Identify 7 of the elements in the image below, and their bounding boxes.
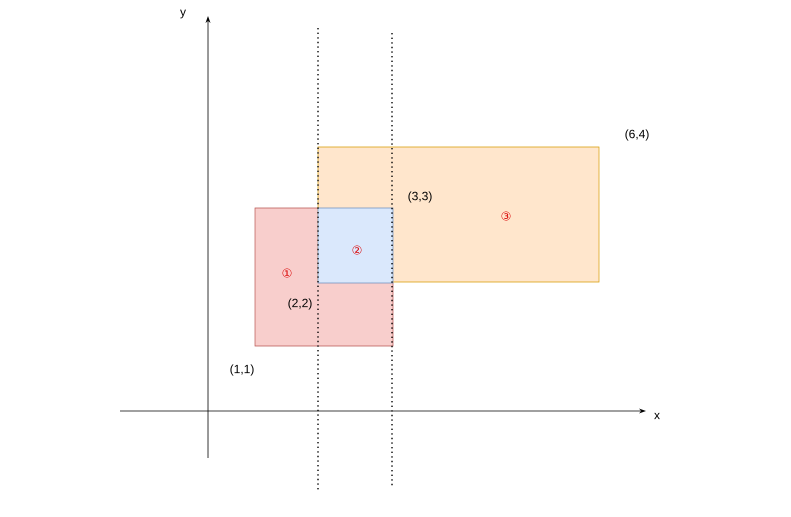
label: x: [654, 412, 660, 420]
rectangle: ②: [318, 208, 394, 284]
label: y: [180, 10, 186, 18]
label: (2,2): [288, 298, 312, 310]
label: (1,1): [230, 364, 254, 376]
label: (6,4): [625, 129, 649, 141]
label: (3,3): [408, 191, 432, 203]
